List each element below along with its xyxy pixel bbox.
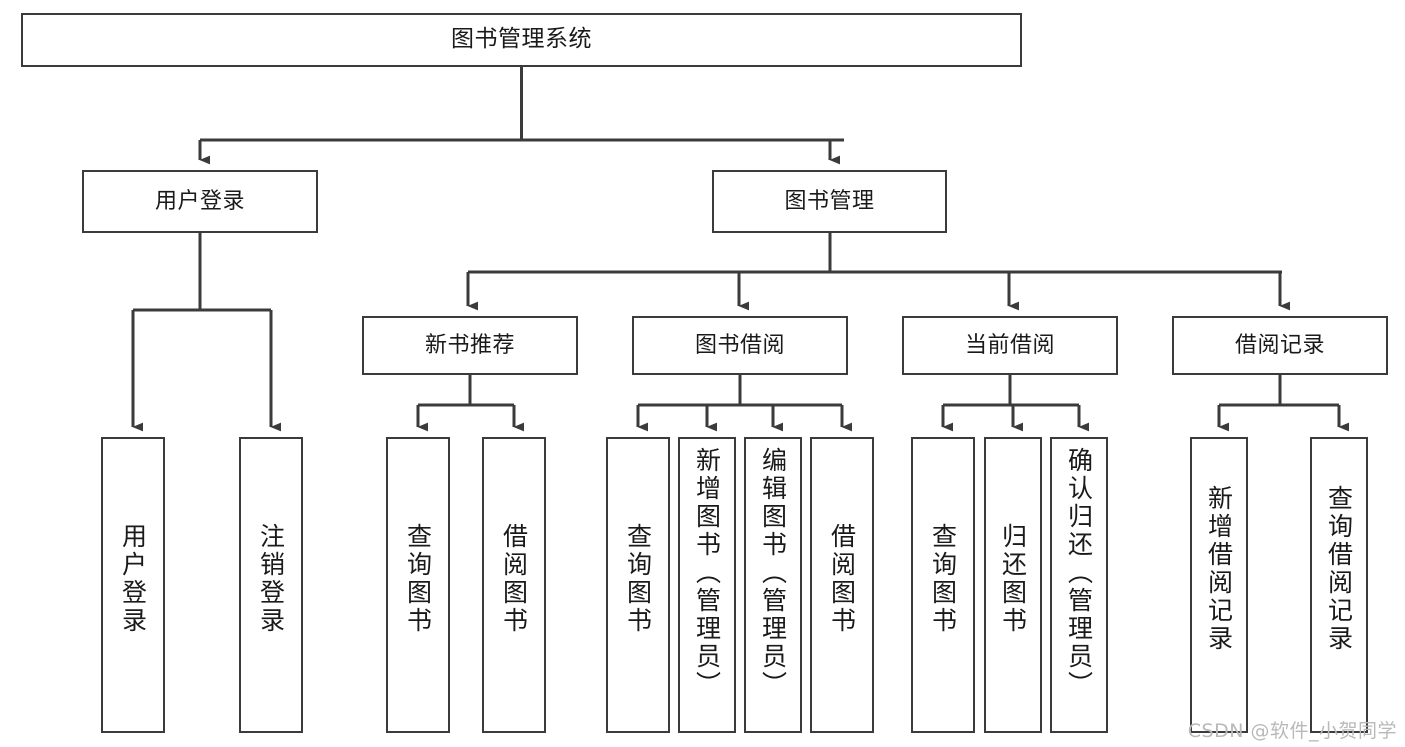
node-label: 查询图书 [623, 523, 653, 635]
node-book-borrow[interactable]: 图书借阅 [632, 316, 848, 375]
node-label: 编辑图书（管理员） [758, 447, 788, 699]
node-label: 借阅图书 [827, 523, 857, 635]
leaf-query-book-current[interactable]: 查询图书 [911, 437, 975, 733]
leaf-query-book-rec[interactable]: 查询图书 [386, 437, 450, 733]
watermark-text: CSDN @软件_小贺同学 [1187, 720, 1397, 742]
node-label: 图书借阅 [694, 332, 785, 358]
node-label: 图书管理系统 [451, 26, 592, 53]
leaf-edit-book-admin[interactable]: 编辑图书（管理员） [744, 437, 802, 733]
node-label: 用户登录 [118, 523, 148, 635]
leaf-confirm-return-admin[interactable]: 确认归还（管理员） [1050, 437, 1108, 733]
node-new-book-recommend[interactable]: 新书推荐 [362, 316, 578, 375]
leaf-borrow-book-rec[interactable]: 借阅图书 [482, 437, 546, 733]
node-user-login[interactable]: 用户登录 [82, 170, 318, 233]
leaf-add-book-admin[interactable]: 新增图书（管理员） [678, 437, 736, 733]
node-label: 查询图书 [403, 523, 433, 635]
leaf-logout[interactable]: 注销登录 [239, 437, 303, 733]
leaf-query-book-borrow[interactable]: 查询图书 [606, 437, 670, 733]
leaf-add-borrow-record[interactable]: 新增借阅记录 [1190, 437, 1248, 733]
node-borrow-record[interactable]: 借阅记录 [1172, 316, 1388, 375]
node-label: 确认归还（管理员） [1064, 447, 1094, 699]
node-book-management[interactable]: 图书管理 [712, 170, 947, 233]
node-label: 当前借阅 [964, 332, 1055, 358]
leaf-return-book[interactable]: 归还图书 [984, 437, 1042, 733]
node-label: 用户登录 [154, 188, 245, 214]
node-label: 新书推荐 [424, 332, 515, 358]
node-label: 查询图书 [928, 523, 958, 635]
node-label: 借阅记录 [1234, 332, 1325, 358]
node-label: 图书管理 [784, 188, 875, 214]
node-label: 查询借阅记录 [1324, 485, 1354, 653]
node-label: 归还图书 [998, 523, 1028, 635]
node-current-borrow[interactable]: 当前借阅 [902, 316, 1118, 375]
node-root-system[interactable]: 图书管理系统 [21, 13, 1022, 67]
node-label: 借阅图书 [499, 523, 529, 635]
node-label: 注销登录 [256, 523, 286, 635]
node-label: 新增图书（管理员） [692, 447, 722, 699]
node-label: 新增借阅记录 [1204, 485, 1234, 653]
leaf-user-login[interactable]: 用户登录 [101, 437, 165, 733]
leaf-borrow-book[interactable]: 借阅图书 [810, 437, 874, 733]
leaf-query-borrow-record[interactable]: 查询借阅记录 [1310, 437, 1368, 733]
